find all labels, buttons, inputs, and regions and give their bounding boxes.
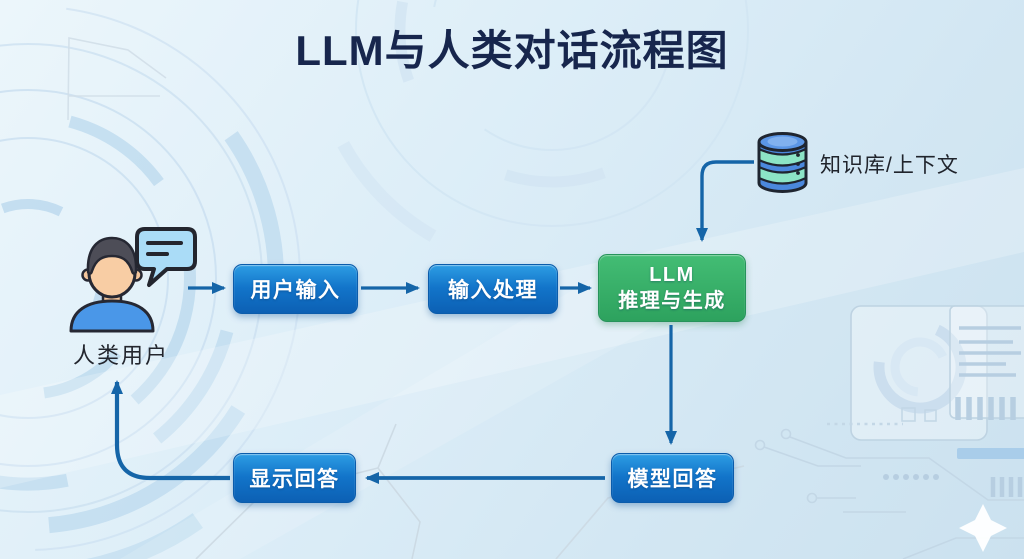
upper-faint-arcs [307, 0, 797, 275]
node-display-answer: 显示回答 [233, 453, 356, 503]
human-user-label: 人类用户 [72, 343, 169, 368]
database-cylinder [757, 132, 808, 193]
node-display-answer-label: 显示回答 [249, 468, 340, 491]
speech-bubble-icon [135, 227, 197, 287]
diagram-title: LLM与人类对话流程图 [295, 27, 729, 74]
sparkle-icon [959, 504, 1007, 552]
knowledge-base-label: 知识库/上下文 [820, 154, 959, 177]
topleft-outline-traces [67, 37, 167, 121]
node-input-processing-label: 输入处理 [448, 279, 538, 302]
database-icon [753, 129, 812, 196]
node-model-answer-label: 模型回答 [627, 468, 718, 491]
node-user-input: 用户输入 [233, 264, 358, 314]
human-user-figure [55, 225, 205, 337]
node-llm-subtitle: 推理与生成 [618, 290, 726, 312]
person-icon [69, 227, 197, 333]
node-user-input-label: 用户输入 [250, 279, 341, 302]
node-llm: LLM 推理与生成 [598, 254, 746, 322]
person-body [69, 236, 155, 333]
node-llm-title: LLM [649, 264, 695, 286]
node-input-processing: 输入处理 [428, 264, 558, 314]
circuit-pattern [754, 305, 1024, 559]
node-model-answer: 模型回答 [611, 453, 734, 503]
